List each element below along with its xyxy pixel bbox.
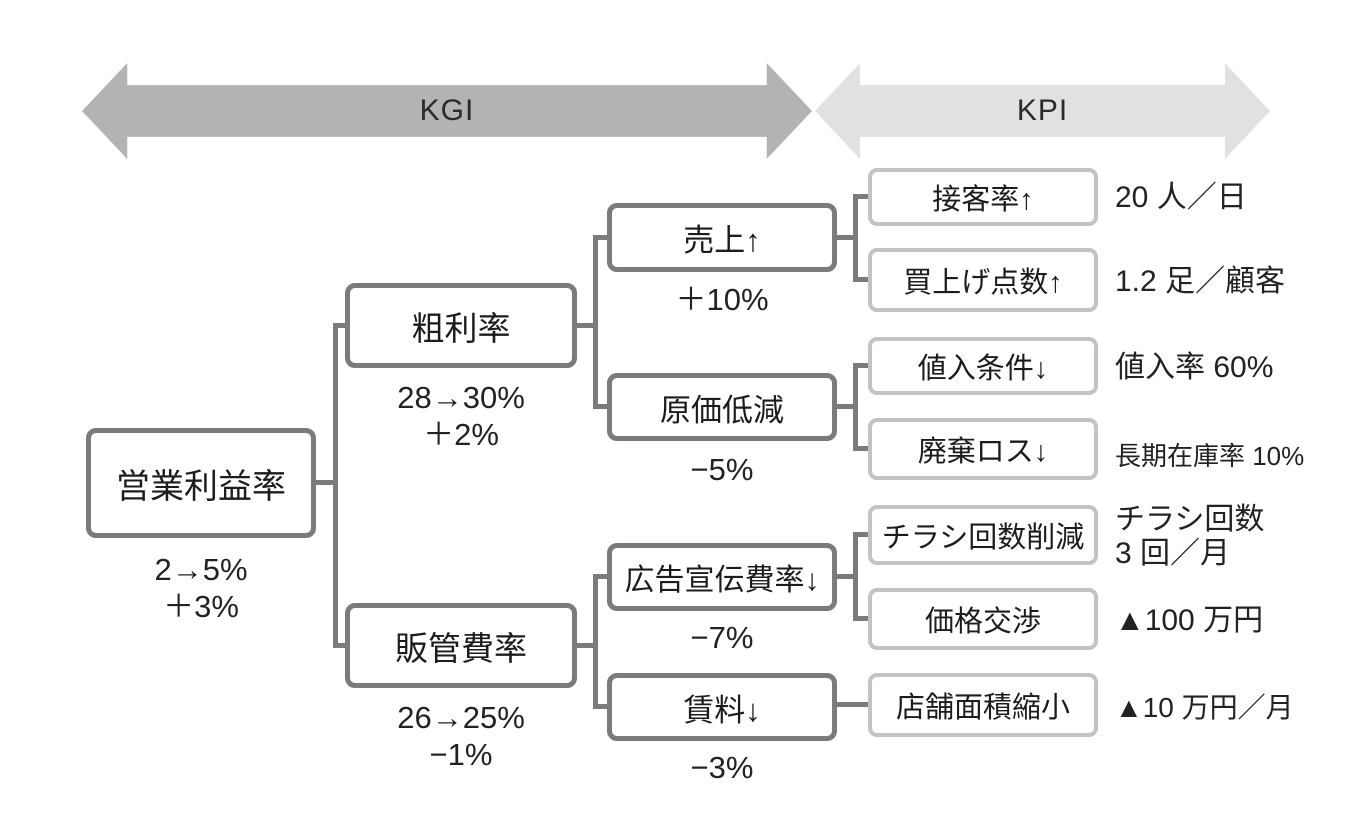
connector-line — [333, 323, 345, 328]
kgi-double-arrow: KGI — [82, 63, 812, 159]
connector-line — [853, 532, 868, 537]
connector-line — [853, 532, 858, 621]
node-operating-profit-values: 2→5% ＋3% — [86, 551, 316, 625]
node-sales-up-delta: ＋10% — [675, 282, 769, 317]
delta-value: ＋3% — [163, 589, 239, 624]
connector-line — [853, 194, 858, 282]
connector-line — [593, 235, 598, 409]
connector-line — [333, 323, 338, 648]
connector-line — [853, 363, 868, 368]
kpi-customer-service-rate: 接客率↑ — [868, 168, 1098, 226]
connector-line — [853, 277, 868, 282]
kpi-label: チラシ回数削減 — [881, 522, 1085, 554]
node-label: 原価低減 — [660, 392, 784, 428]
kpi-label: 買上げ点数↑ — [903, 267, 1063, 299]
connector-line — [593, 404, 607, 409]
kpi-label: 価格交渉 — [924, 606, 1041, 638]
kpi-flyer-count-reduction: チラシ回数削減 — [868, 505, 1098, 565]
connector-line — [853, 363, 858, 451]
connector-line — [853, 616, 868, 621]
node-label: 売上↑ — [683, 223, 761, 258]
kpi-target-items-per-purchase: 1.2 足／顧客 — [1115, 265, 1286, 298]
node-label: 販管費率 — [395, 629, 527, 667]
kpi-label: 値入条件↓ — [917, 353, 1049, 385]
connector-line — [837, 574, 858, 579]
kpi-disposal-loss: 廃棄ロス↓ — [868, 418, 1098, 480]
kpi-target-markup-terms: 値入率 60% — [1115, 351, 1274, 384]
connector-line — [316, 480, 338, 485]
kpi-target-price-negotiation: ▲100 万円 — [1115, 604, 1264, 637]
node-ad-expense-ratio-down: 広告宣伝費率↓ — [607, 543, 837, 611]
connector-line — [333, 643, 345, 648]
node-label: 広告宣伝費率↓ — [624, 564, 820, 597]
node-label: 粗利率 — [411, 309, 511, 347]
node-label: 営業利益率 — [116, 467, 286, 506]
node-label: 賃料↓ — [683, 692, 761, 728]
kpi-label: 接客率↑ — [932, 184, 1034, 216]
kpi-label: 店舗面積縮小 — [895, 692, 1070, 724]
node-rent-down: 賃料↓ — [607, 673, 837, 741]
node-sales-up: 売上↑ — [607, 203, 837, 272]
node-ad-expense-delta: −7% — [690, 620, 754, 655]
connector-line — [837, 702, 868, 707]
connector-line — [853, 446, 868, 451]
node-cost-reduction: 原価低減 — [607, 373, 837, 441]
connector-line — [853, 194, 868, 199]
node-sga-ratio: 販管費率 — [345, 603, 577, 688]
delta-value: −1% — [429, 737, 493, 772]
node-sga-ratio-values: 26→25% −1% — [345, 699, 577, 773]
delta-value: ＋2% — [423, 417, 499, 452]
kgi-label: KGI — [419, 94, 475, 127]
kpi-markup-terms: 値入条件↓ — [868, 337, 1098, 395]
kpi-store-area-reduction: 店舗面積縮小 — [868, 673, 1098, 737]
connector-line — [837, 235, 858, 240]
kpi-price-negotiation: 価格交渉 — [868, 588, 1098, 650]
node-rent-delta: −3% — [690, 750, 754, 785]
kpi-target-disposal-loss: 長期在庫率 10% — [1115, 441, 1305, 471]
kpi-label: 廃棄ロス↓ — [917, 436, 1049, 468]
connector-line — [577, 643, 598, 648]
connector-line — [837, 404, 858, 409]
kpi-target-flyer-count: チラシ回数 3 回／月 — [1115, 503, 1265, 570]
change-value: 2→5% — [154, 552, 248, 587]
connector-line — [593, 574, 607, 579]
node-gross-margin-values: 28→30% ＋2% — [345, 379, 577, 453]
connector-line — [577, 323, 598, 328]
kpi-double-arrow: KPI — [815, 63, 1270, 159]
change-value: 26→25% — [397, 700, 525, 735]
kpi-target-store-area: ▲10 万円／月 — [1115, 692, 1294, 723]
connector-line — [593, 574, 598, 709]
connector-line — [593, 704, 607, 709]
connector-line — [593, 235, 607, 240]
node-cost-reduction-delta: −5% — [690, 452, 754, 487]
kpi-items-per-purchase: 買上げ点数↑ — [868, 248, 1098, 312]
kpi-label: KPI — [1016, 94, 1069, 127]
kpi-target-customer-service-rate: 20 人／日 — [1115, 181, 1247, 214]
change-value: 28→30% — [397, 380, 525, 415]
node-operating-profit-margin: 営業利益率 — [86, 428, 316, 538]
node-gross-margin: 粗利率 — [345, 283, 577, 368]
